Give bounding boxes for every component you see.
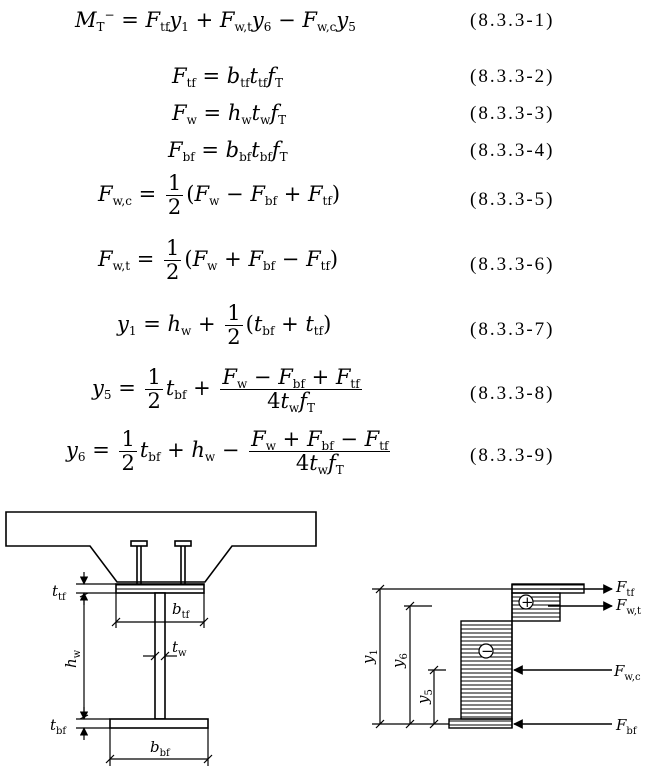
equation-number: (8.3.3-1) bbox=[470, 10, 555, 31]
top-flange bbox=[115, 583, 205, 594]
equation-8-3-3-1: MT− = Ftfy1 + Fw,ty6 − Fw,cy5 (8.3.3-1) bbox=[0, 8, 646, 33]
equation-number: (8.3.3-3) bbox=[470, 103, 555, 124]
stress-block-web-compression bbox=[460, 620, 513, 720]
stress-block-web-tension bbox=[511, 592, 561, 622]
compression-sign-circle bbox=[478, 643, 494, 659]
label-b-bf: bbf bbox=[150, 738, 171, 759]
equation-number: (8.3.3-2) bbox=[470, 66, 555, 87]
label-t-w: tw bbox=[172, 638, 187, 659]
force-arrows bbox=[513, 584, 613, 729]
equation-expression: MT− = Ftfy1 + Fw,ty6 − Fw,cy5 bbox=[75, 8, 356, 34]
label-y6: y6 bbox=[389, 653, 410, 669]
equation-number: (8.3.3-7) bbox=[470, 319, 555, 340]
equation-number: (8.3.3-5) bbox=[470, 189, 555, 210]
equation-expression: Ftf = btfttffT bbox=[172, 64, 284, 90]
equation-number: (8.3.3-6) bbox=[470, 254, 555, 275]
label-F-wc: Fw,c bbox=[613, 662, 641, 683]
stress-block-bottom-flange bbox=[448, 718, 513, 729]
equation-number: (8.3.3-4) bbox=[470, 140, 555, 161]
compression-sign: − bbox=[481, 642, 494, 660]
equation-number: (8.3.3-8) bbox=[470, 383, 555, 404]
label-h-w: hw bbox=[62, 649, 83, 668]
label-b-tf: btf bbox=[172, 600, 191, 621]
concrete-slab bbox=[5, 511, 317, 583]
composite-section-figure: ttf hw tbf btf tw bbf + − Ftf Fw,t Fw,c … bbox=[5, 511, 641, 766]
bottom-flange bbox=[109, 718, 209, 729]
equation-expression: Fbf = bbftbffT bbox=[168, 138, 288, 164]
tension-sign: + bbox=[521, 593, 534, 611]
y-dimension-lines bbox=[372, 584, 560, 729]
label-y5: y5 bbox=[414, 689, 435, 705]
label-F-tf: Ftf bbox=[615, 578, 635, 599]
equation-8-3-3-3: Fw = hwtwfT (8.3.3-3) bbox=[0, 101, 646, 126]
equation-expression: Fw = hwtwfT bbox=[172, 101, 287, 127]
equation-number: (8.3.3-9) bbox=[470, 445, 555, 466]
tension-sign-circle bbox=[518, 594, 534, 610]
label-t-tf: ttf bbox=[52, 582, 67, 603]
dimension-lines bbox=[76, 572, 213, 766]
equation-8-3-3-2: Ftf = btfttffT (8.3.3-2) bbox=[0, 64, 646, 89]
web bbox=[154, 592, 166, 720]
label-t-bf: tbf bbox=[50, 716, 67, 737]
label-F-wt: Fw,t bbox=[615, 596, 641, 617]
label-F-bf: Fbf bbox=[615, 716, 638, 737]
shear-studs bbox=[130, 540, 192, 584]
equation-8-3-3-4: Fbf = bbftbffT (8.3.3-4) bbox=[0, 138, 646, 163]
label-y1: y1 bbox=[359, 649, 380, 665]
